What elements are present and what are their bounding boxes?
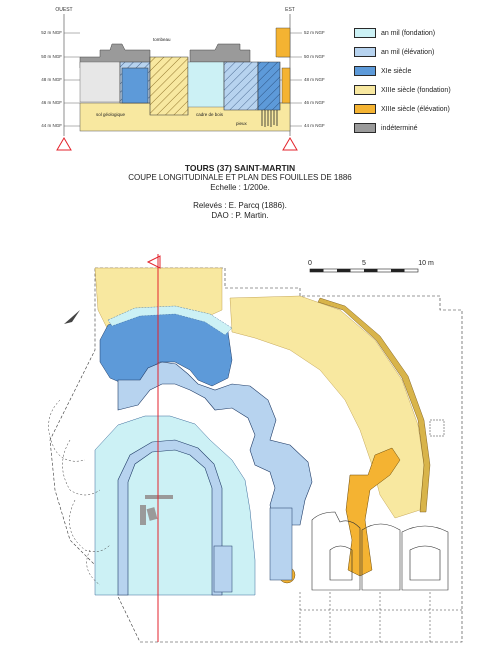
isolated-feature	[429, 419, 445, 437]
wooden-piles	[261, 110, 278, 127]
legend-swatch	[354, 28, 376, 38]
west-label: OUEST	[55, 7, 72, 13]
level-labels-right: 52 m NGF 50 m NGF 48 m NGF 46 m NGF 44 m…	[304, 30, 325, 128]
level-left-0: 52 m NGF	[41, 30, 62, 35]
legend-item-xiiie-elevation: XIIIe siècle (élévation)	[354, 102, 450, 116]
sol-label: sol géologique	[96, 112, 126, 117]
indeterminate-block-2	[146, 507, 158, 521]
level-right-1: 50 m NGF	[304, 54, 325, 59]
level-right-4: 44 m NGF	[304, 123, 325, 128]
xiiie-outer-wall	[317, 297, 431, 513]
level-left-4: 44 m NGF	[41, 123, 62, 128]
legend-item-xie: XIe siècle	[354, 64, 411, 78]
legend-item-an-mil-fondation: an mil (fondation)	[354, 26, 435, 40]
xiiie-elevation-chapel	[345, 447, 401, 577]
level-left-3: 46 m NGF	[41, 100, 62, 105]
scale-label-0: 0	[308, 260, 312, 267]
north-arrow-icon	[64, 310, 80, 324]
section-xie-west	[121, 67, 149, 104]
an-mil-pier	[213, 545, 233, 593]
legend-swatch	[354, 85, 376, 95]
excavation-plan: 0 5 10 m	[48, 254, 463, 643]
right-level-ticks	[290, 32, 302, 127]
legend-swatch	[354, 47, 376, 57]
survey-credit: Relevés : E. Parcq (1886).	[193, 201, 287, 210]
cad-credit: DAO : P. Martin.	[211, 211, 269, 220]
cadre-label: cadre de bois	[196, 112, 224, 117]
legend-swatch	[354, 66, 376, 76]
earlier-structures-west	[48, 399, 111, 586]
east-label: EST	[285, 7, 295, 13]
section-marker-east-icon	[282, 137, 298, 151]
legend-swatch	[354, 104, 376, 114]
level-labels-left: 52 m NGF 50 m NGF 48 m NGF 46 m NGF 44 m…	[41, 30, 62, 128]
level-left-1: 50 m NGF	[41, 54, 62, 59]
excavation-boundary	[49, 267, 463, 643]
drawing-subtitle: COUPE LONGITUDINALE ET PLAN DES FOUILLES…	[128, 173, 352, 182]
scale-label-5: 5	[362, 260, 366, 267]
section-xiiie-east	[275, 27, 291, 58]
section-upper-west	[79, 61, 121, 103]
scale-label-10: 10 m	[418, 260, 434, 267]
drawing-scale: Echelle : 1/200e.	[210, 183, 270, 192]
site-title: TOURS (37) SAINT-MARTIN	[184, 163, 296, 173]
legend-label: an mil (fondation)	[381, 29, 436, 37]
section-an-mil-center	[187, 61, 225, 108]
level-right-0: 52 m NGF	[304, 30, 325, 35]
indeterminate-block-1	[145, 495, 173, 499]
section-xiiie-center	[149, 56, 189, 116]
legend-swatch	[354, 123, 376, 133]
section-marker-west-icon	[56, 137, 72, 151]
section-an-mil-east	[223, 61, 259, 111]
title-block: TOURS (37) SAINT-MARTIN COUPE LONGITUDIN…	[0, 163, 480, 221]
eastern-chapels	[311, 511, 449, 591]
legend-item-indetermine: indéterminé	[354, 121, 418, 135]
pieux-label: pieux	[236, 121, 248, 126]
level-left-2: 48 m NGF	[41, 77, 62, 82]
legend-item-xiiie-fondation: XIIIe siècle (fondation)	[354, 83, 451, 97]
an-mil-apse-wall	[117, 439, 223, 596]
tombeau-label: tombeau	[153, 37, 171, 42]
indeterminate-block-3	[140, 505, 146, 525]
an-mil-pier-2	[269, 507, 293, 581]
scale-bar	[309, 268, 419, 273]
longitudinal-section: 52 m NGF 50 m NGF 48 m NGF 46 m NGF 44 m…	[41, 7, 325, 151]
section-indeterminate-mid	[189, 43, 251, 63]
eastern-dashed-remains	[299, 592, 462, 642]
legend-label: XIe siècle	[381, 67, 412, 75]
legend-label: an mil (élévation)	[381, 48, 435, 56]
section-axis-marker-icon	[146, 255, 161, 269]
section-xiiie-east-low	[281, 67, 291, 104]
legend-label: XIIIe siècle (fondation)	[381, 86, 451, 94]
legend-label: XIIIe siècle (élévation)	[381, 105, 450, 113]
legend-label: indéterminé	[381, 124, 418, 132]
section-xie-east	[257, 61, 281, 111]
xie-ambulatory-light	[107, 305, 233, 336]
level-right-3: 46 m NGF	[304, 100, 325, 105]
level-right-2: 48 m NGF	[304, 77, 325, 82]
legend-item-an-mil-elevation: an mil (élévation)	[354, 45, 434, 59]
